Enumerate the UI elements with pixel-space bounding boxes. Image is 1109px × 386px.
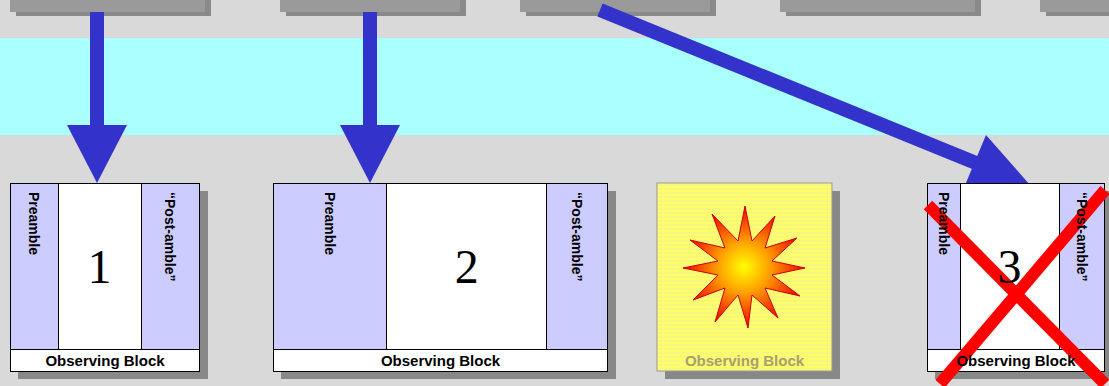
block-body — [658, 184, 831, 349]
block-number: 1 — [88, 239, 112, 294]
preamble-box: Preamble — [11, 184, 59, 349]
block-body: Preamble 1 “Post-amble” — [11, 184, 199, 349]
cyan-band — [0, 38, 1109, 135]
postamble-box: “Post-amble” — [547, 184, 607, 349]
block-number-area: 2 — [387, 184, 547, 349]
block-footer: Observing Block — [658, 349, 831, 371]
block-number: 2 — [455, 239, 479, 294]
section-label: “Post-amble” — [162, 192, 178, 281]
top-bars — [10, 0, 1109, 16]
block-body: Preamble 2 “Post-amble” — [274, 184, 607, 349]
block-body: Preamble 3 “Post-amble” — [928, 184, 1104, 349]
block-number-area: 1 — [59, 184, 142, 349]
block-footer: Observing Block — [11, 349, 199, 371]
explosion-illustration — [657, 183, 832, 371]
observing-block: Preamble 3 “Post-amble” Observing Block — [927, 183, 1105, 372]
section-label: “Post-amble” — [569, 192, 585, 281]
block-footer: Observing Block — [274, 349, 607, 371]
observing-block: Preamble 1 “Post-amble” Observing Block — [10, 183, 200, 372]
postamble-box: “Post-amble” — [142, 184, 199, 349]
section-label: Preamble — [322, 192, 338, 255]
section-label: Preamble — [26, 192, 42, 255]
flow-arrows — [67, 10, 1030, 190]
section-label: Preamble — [936, 192, 952, 255]
block-number: 3 — [998, 239, 1022, 294]
section-label: “Post-amble” — [1074, 192, 1090, 281]
preamble-box: Preamble — [274, 184, 387, 349]
block-number-area: 3 — [961, 184, 1060, 349]
destroyed-block: Observing Block — [657, 183, 832, 372]
block-label: Observing Block — [45, 352, 164, 369]
block-footer: Observing Block — [928, 349, 1104, 371]
block-label: Observing Block — [685, 352, 804, 369]
observing-block: Preamble 2 “Post-amble” Observing Block — [273, 183, 608, 372]
block-label: Observing Block — [956, 352, 1075, 369]
postamble-box: “Post-amble” — [1060, 184, 1104, 349]
block-label: Observing Block — [381, 352, 500, 369]
preamble-box: Preamble — [928, 184, 961, 349]
